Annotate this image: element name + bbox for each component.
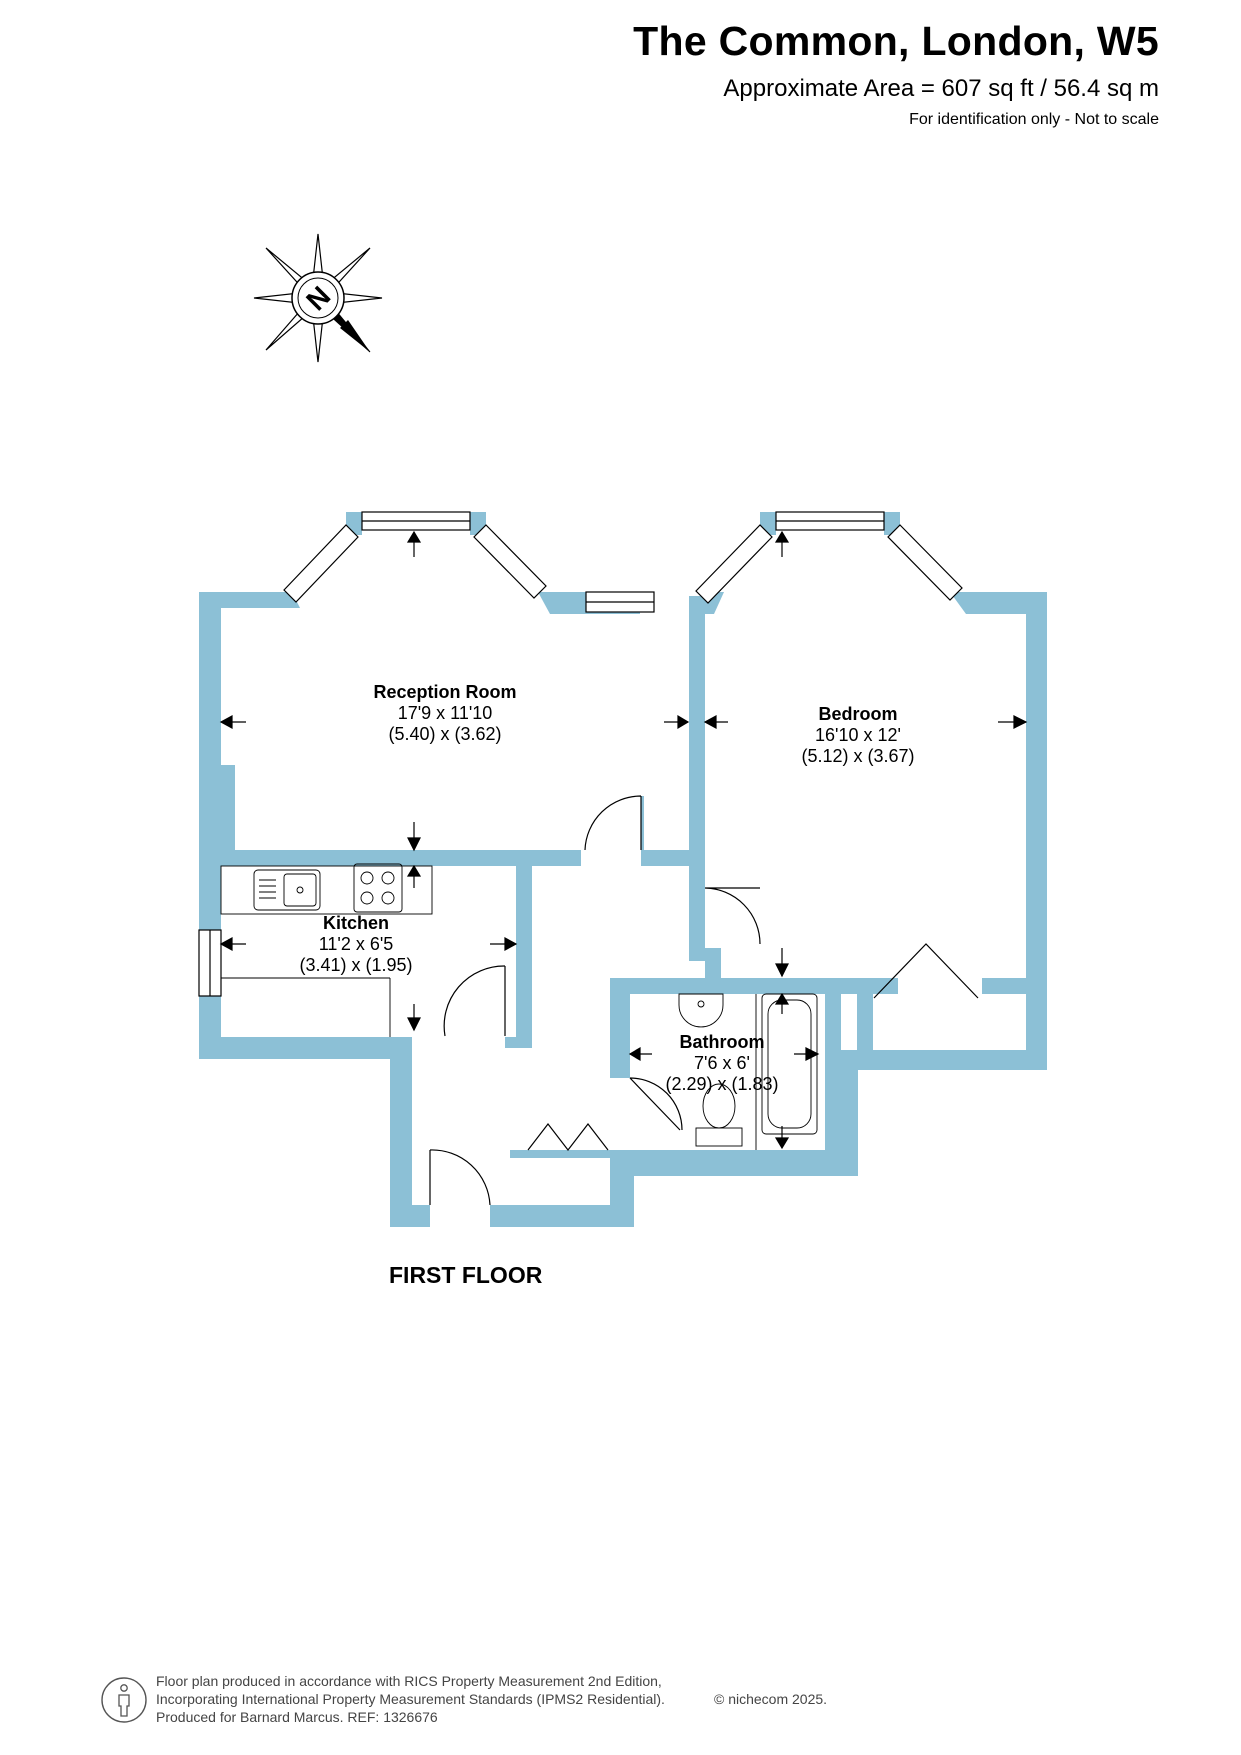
footer-copyright: © nichecom 2025. <box>714 1691 828 1707</box>
person-icon <box>101 1677 147 1723</box>
bathroom-fittings <box>678 993 818 1150</box>
walls <box>199 512 1047 1227</box>
floor-label: FIRST FLOOR <box>389 1262 543 1288</box>
header: The Common, London, W5 Approximate Area … <box>633 18 1159 129</box>
bathroom-metric: (2.29) x (1.83) <box>665 1074 778 1094</box>
room-label-reception: Reception Room 17'9 x 11'10 (5.40) x (3.… <box>373 682 516 744</box>
kitchen-fittings <box>220 863 433 1037</box>
doors <box>429 795 979 1206</box>
room-label-kitchen: Kitchen 11'2 x 6'5 (3.41) x (1.95) <box>299 913 412 975</box>
footer-line-2: Incorporating International Property Mea… <box>156 1691 665 1707</box>
footer-text: Floor plan produced in accordance with R… <box>156 1672 665 1726</box>
bedroom-name: Bedroom <box>818 704 897 724</box>
footer: Floor plan produced in accordance with R… <box>100 1672 1000 1742</box>
kitchen-imperial: 11'2 x 6'5 <box>319 934 394 954</box>
footer-line-1: Floor plan produced in accordance with R… <box>156 1673 662 1689</box>
bathroom-imperial: 7'6 x 6' <box>694 1053 750 1073</box>
windows <box>198 511 963 997</box>
bedroom-imperial: 16'10 x 12' <box>815 725 901 745</box>
kitchen-name: Kitchen <box>323 913 389 933</box>
footer-line-3: Produced for Barnard Marcus. REF: 132667… <box>156 1709 438 1725</box>
room-label-bedroom: Bedroom 16'10 x 12' (5.12) x (3.67) <box>801 704 914 766</box>
bedroom-metric: (5.12) x (3.67) <box>801 746 914 766</box>
measurement-arrows <box>219 530 1028 1150</box>
bathroom-name: Bathroom <box>680 1032 765 1052</box>
page-title: The Common, London, W5 <box>633 18 1159 64</box>
kitchen-metric: (3.41) x (1.95) <box>299 955 412 975</box>
compass-icon: N <box>253 233 383 363</box>
reception-imperial: 17'9 x 11'10 <box>398 703 493 723</box>
approximate-area: Approximate Area = 607 sq ft / 56.4 sq m <box>723 75 1159 102</box>
disclaimer-note: For identification only - Not to scale <box>909 111 1159 128</box>
reception-metric: (5.40) x (3.62) <box>388 724 501 744</box>
room-label-bathroom: Bathroom 7'6 x 6' (2.29) x (1.83) <box>665 1032 778 1094</box>
reception-name: Reception Room <box>373 682 516 702</box>
